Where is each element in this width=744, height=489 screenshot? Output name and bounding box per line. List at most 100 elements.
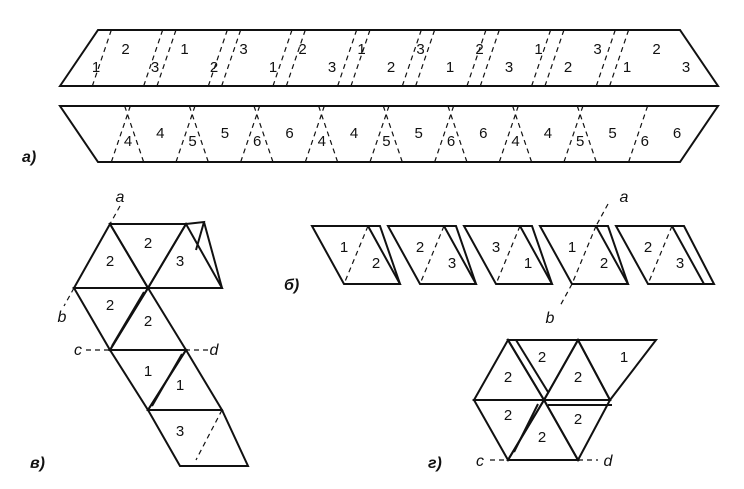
strip-top-number: 1 xyxy=(446,59,454,76)
band-b-number: 2 xyxy=(600,255,608,272)
fig-g-number: 2 xyxy=(574,411,582,428)
strip-bottom-number: 5 xyxy=(221,125,229,142)
caption-g: г) xyxy=(428,455,442,472)
strip-top-fold-line xyxy=(350,29,371,87)
strip-bottom-number: 4 xyxy=(350,125,358,142)
band-b-number: 2 xyxy=(644,239,652,256)
strip-top-fold-line xyxy=(595,29,616,87)
band-b-number: 3 xyxy=(492,239,500,256)
band-b-number: 2 xyxy=(416,239,424,256)
band-b-segment: 1 2 xyxy=(310,225,402,285)
strip-top-fold-line xyxy=(531,29,552,87)
strip-top-number: 3 xyxy=(416,41,424,58)
strip-top-fold-line xyxy=(609,29,630,87)
band-b-axis-top xyxy=(595,203,609,227)
strip-top-number: 1 xyxy=(92,59,100,76)
strip-bottom-fold-line xyxy=(563,105,584,163)
strip-top-number: 3 xyxy=(239,41,247,58)
caption-b: б) xyxy=(284,277,299,294)
fig-g-number: 2 xyxy=(574,369,582,386)
strip-bottom-number: 4 xyxy=(318,133,326,150)
strip-bottom-number: 5 xyxy=(382,133,390,150)
band-b: 1 2 2 3 3 1 1 2 2 3 xyxy=(310,189,716,327)
band-b-number: 1 xyxy=(340,239,348,256)
strip-top-number: 3 xyxy=(328,59,336,76)
strip-top-number: 2 xyxy=(298,41,306,58)
fig-g-number: 1 xyxy=(620,349,628,366)
strip-top-number: 2 xyxy=(475,41,483,58)
strip-bottom-fold-line xyxy=(628,105,649,163)
strip-top-number: 3 xyxy=(593,41,601,58)
strip-bottom-fold-line xyxy=(447,105,468,163)
strip-bottom-fold-line xyxy=(304,105,325,163)
strip-bottom-fold-line xyxy=(175,105,196,163)
fig-g-number: 2 xyxy=(538,429,546,446)
strip-top-number: 1 xyxy=(534,41,542,58)
strip-bottom-fold-line xyxy=(188,105,209,163)
strip-bottom-fold-line xyxy=(369,105,390,163)
strip-bottom-fold-line xyxy=(512,105,533,163)
strip-bottom-number: 6 xyxy=(253,133,261,150)
strip-top-fold-line xyxy=(221,29,242,87)
strip-top-fold-line xyxy=(285,29,306,87)
strip-top-fold-line xyxy=(337,29,358,87)
strip-top-fold-line xyxy=(466,29,487,87)
fig-v-point-a: a xyxy=(116,189,125,206)
strip-bottom-fold-line xyxy=(253,105,274,163)
strip-bottom-fold-line xyxy=(124,105,145,163)
fig-v-number: 2 xyxy=(106,297,114,314)
strip-bottom-number: 4 xyxy=(156,125,164,142)
band-b-point-b: b xyxy=(546,310,555,327)
strip-top-number: 2 xyxy=(387,59,395,76)
band-b-segment: 2 3 xyxy=(386,225,478,285)
strip-top-fold-line xyxy=(272,29,293,87)
strip-top-number: 3 xyxy=(682,59,690,76)
strip-top-number: 2 xyxy=(210,59,218,76)
strip-top-fold-line xyxy=(91,29,112,87)
strip-bottom-number: 4 xyxy=(544,125,552,142)
fig-v-number: 2 xyxy=(106,253,114,270)
strip-bottom-fold-line xyxy=(498,105,519,163)
strip-bottom-number: 6 xyxy=(285,125,293,142)
caption-a: а) xyxy=(22,149,36,166)
strip-bottom-fold-lines xyxy=(110,105,649,163)
band-b-number: 1 xyxy=(524,255,532,272)
strip-bottom-number: 4 xyxy=(511,133,519,150)
fig-g-point-c: c xyxy=(476,453,484,470)
strip-bottom-number: 5 xyxy=(608,125,616,142)
strip-bottom-fold-line xyxy=(434,105,455,163)
strip-top-number: 3 xyxy=(151,59,159,76)
band-b-number: 3 xyxy=(448,255,456,272)
strip-bottom-fold-line xyxy=(110,105,131,163)
strip-top-fold-lines xyxy=(91,29,630,87)
strip-top-number: 2 xyxy=(121,41,129,58)
fig-g-number: 2 xyxy=(504,369,512,386)
band-b-number: 2 xyxy=(372,255,380,272)
strip-top-number: 1 xyxy=(623,59,631,76)
fig-v-number: 1 xyxy=(176,377,184,394)
fig-v-point-d: d xyxy=(210,342,220,359)
strip-bottom-number: 6 xyxy=(673,125,681,142)
fig-g-number: 2 xyxy=(538,349,546,366)
strip-bottom-number: 6 xyxy=(479,125,487,142)
strip-bottom-fold-line xyxy=(318,105,339,163)
strip-top-number: 1 xyxy=(269,59,277,76)
strip-top-outline xyxy=(58,29,720,87)
fig-v-number: 3 xyxy=(176,423,184,440)
strip-bottom-fold-line xyxy=(576,105,597,163)
fig-v-point-b: b xyxy=(58,309,67,326)
band-b-segment: 3 1 xyxy=(462,225,554,285)
strip-top-fold-line xyxy=(544,29,565,87)
band-b-point-a: a xyxy=(620,189,629,206)
fig-v-number: 2 xyxy=(144,235,152,252)
band-b-number: 1 xyxy=(568,239,576,256)
band-b-segment: 1 2 xyxy=(538,225,630,285)
strip-top-fold-line xyxy=(143,29,164,87)
strip-top-fold-line xyxy=(479,29,500,87)
strip-top-fold-line xyxy=(401,29,422,87)
band-b-segment: 2 3 xyxy=(614,225,716,285)
strip-bottom-number: 5 xyxy=(188,133,196,150)
